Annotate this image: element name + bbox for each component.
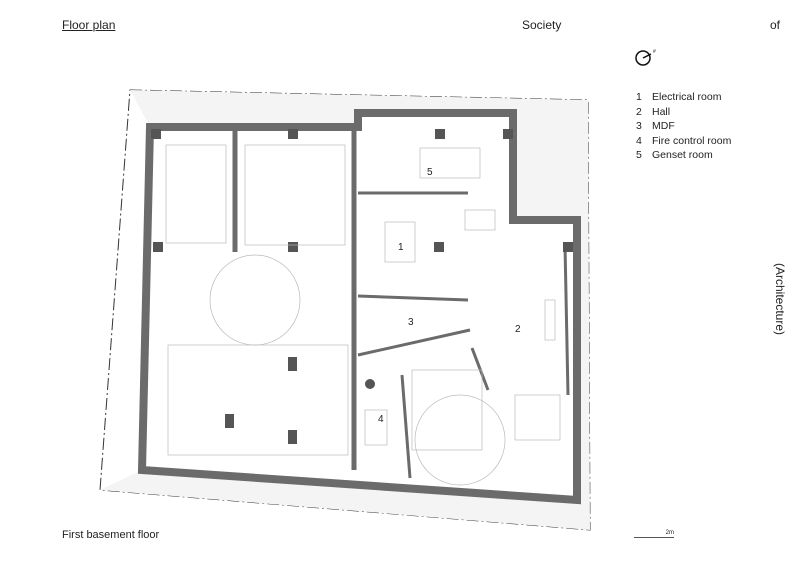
north-arrow-icon: # [635,49,656,66]
legend-item: 5 Genset room [636,148,731,163]
room-label-3: 3 [408,317,414,328]
legend-num: 2 [636,105,642,118]
legend-label: Fire control room [652,134,732,147]
room-label-4: 4 [378,414,384,425]
floor-name: First basement floor [62,529,160,541]
fixtures [165,144,561,486]
header-of: of [770,18,781,32]
legend-num: 4 [636,134,642,147]
scale-line [634,537,674,538]
room-label-1: 1 [398,242,404,253]
legend-item: 2 Hall [636,105,731,120]
legend-item: 4 Fire control room [636,134,731,149]
legend-num: 3 [636,120,642,132]
legend-num: 1 [636,91,642,103]
legend-label: Genset room [652,149,713,161]
scale-label: 2m [665,530,674,536]
room-legend: 1 Electrical room 2 Hall 3 MDF 4 Fire contro… [636,90,731,163]
interior-walls [232,131,570,479]
header-society: Society [522,18,562,32]
room-label-2: 2 [515,324,521,335]
columns [151,129,573,444]
legend-item: 1 Electrical room [636,90,731,105]
legend-label: Hall [652,105,671,118]
legend-label: Electrical room [652,91,722,103]
room-label-5: 5 [427,167,433,178]
legend-num: 5 [636,149,642,161]
scale-bar: 2m [634,530,674,538]
svg-text:#: # [653,49,656,55]
hatched-ground [100,90,590,530]
outer-wall [137,109,581,505]
sheet-title: Floor plan [62,18,116,32]
legend-item: 3 MDF [636,119,731,134]
legend-label: MDF [652,120,675,132]
